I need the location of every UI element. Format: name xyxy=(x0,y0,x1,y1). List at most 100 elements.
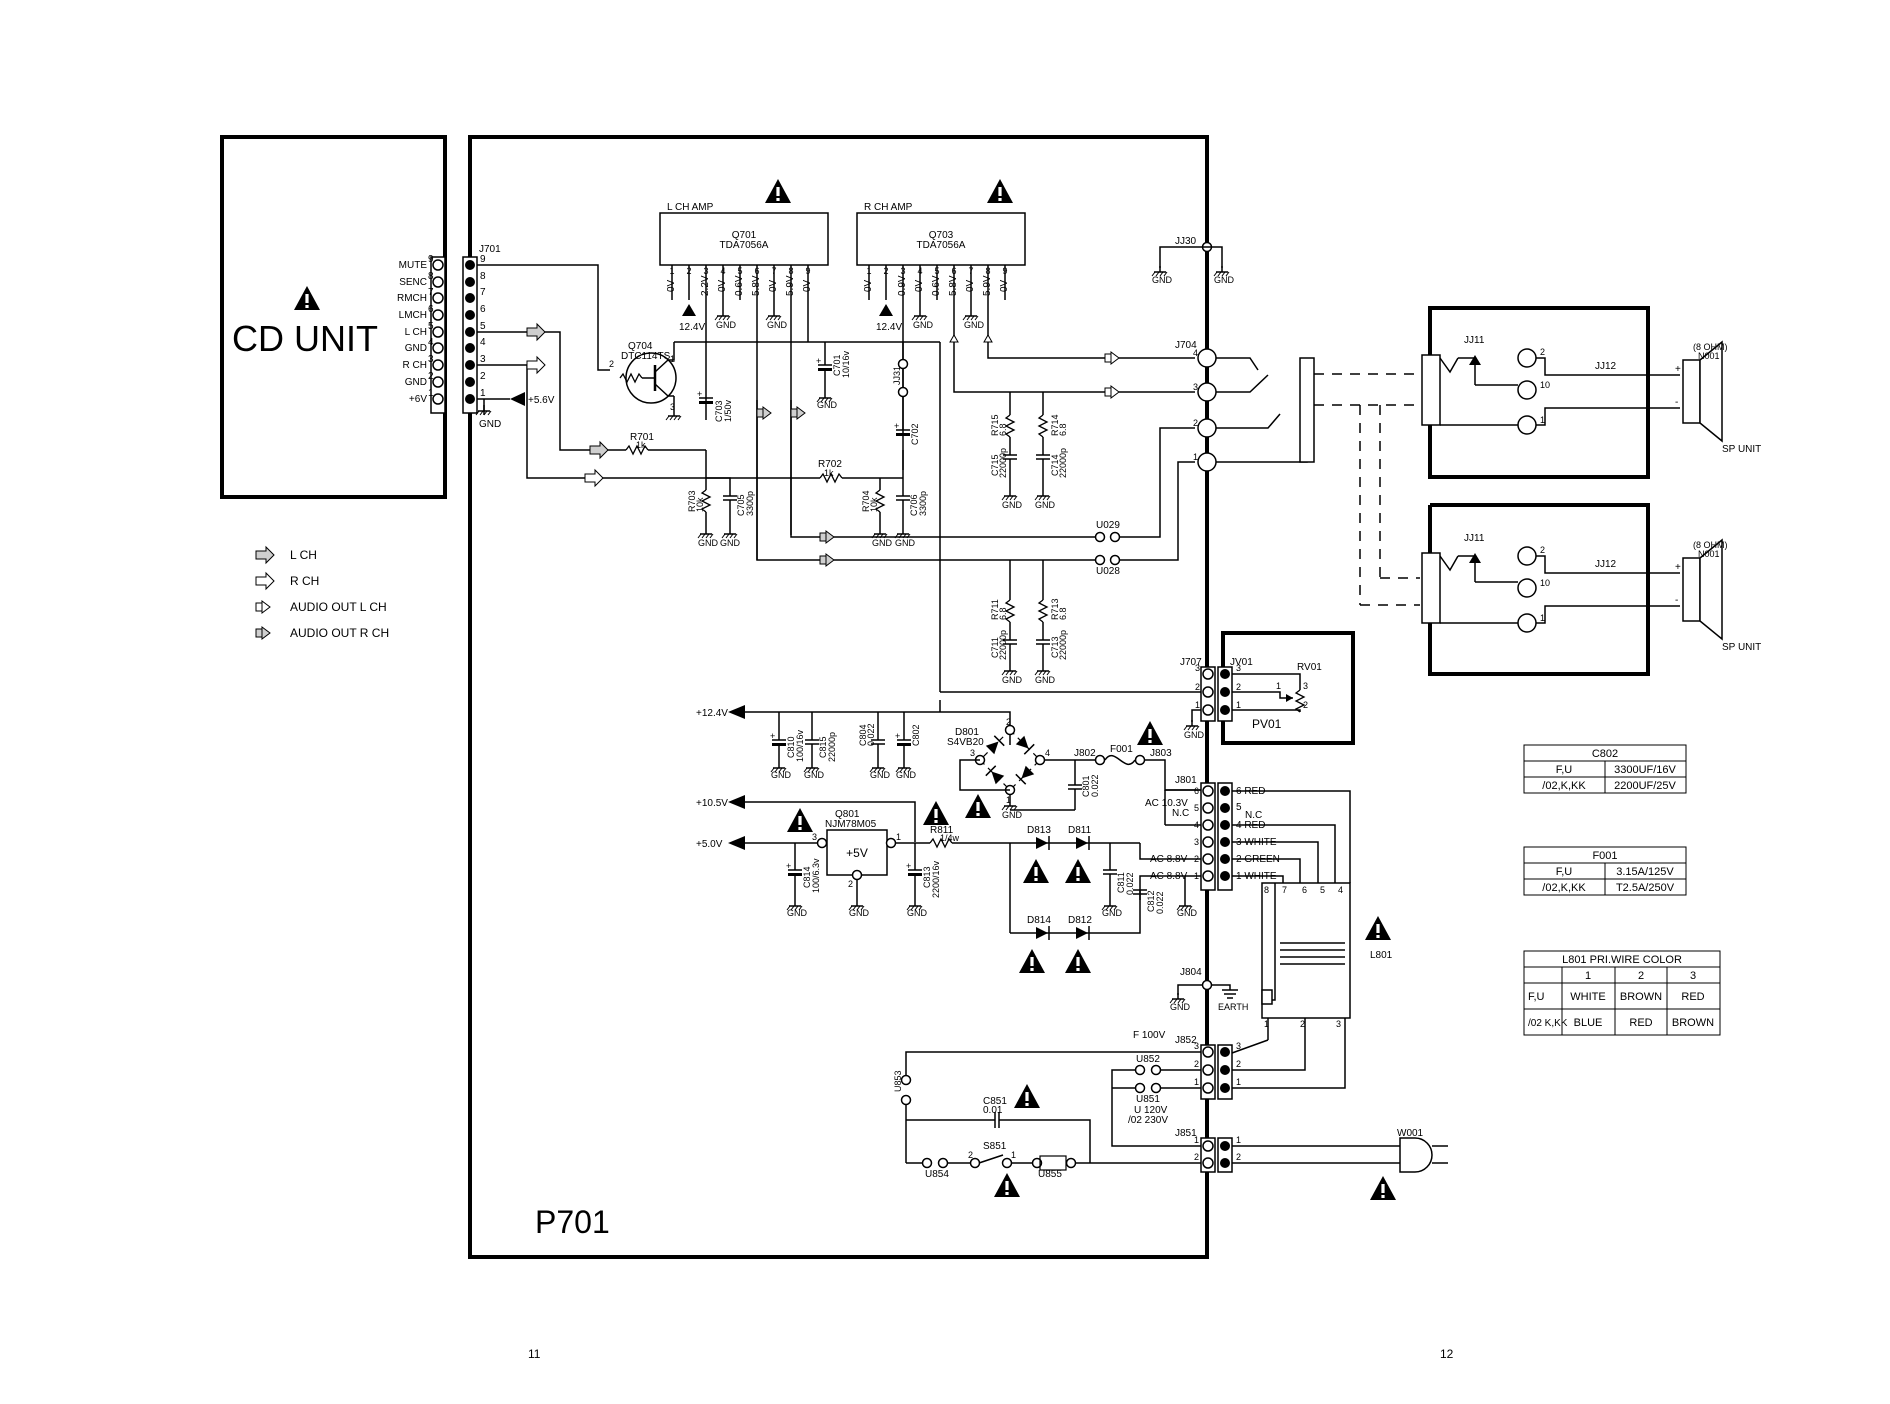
svg-text:RED: RED xyxy=(1681,991,1704,1003)
svg-text:C703: C703 xyxy=(714,400,724,422)
r-amp-warning-icon xyxy=(987,179,1013,203)
svg-text:3: 3 xyxy=(1195,663,1200,673)
j701-pin-number: 2 xyxy=(480,371,486,382)
svg-text:N.C: N.C xyxy=(1245,810,1262,821)
svg-text:U855: U855 xyxy=(1038,1169,1062,1180)
svg-text:GND: GND xyxy=(907,908,928,918)
d801-warning-icon xyxy=(965,794,991,818)
svg-text:+5V: +5V xyxy=(846,846,868,860)
power-plug-w001 xyxy=(1399,1137,1448,1173)
svg-text:GND: GND xyxy=(804,770,825,780)
svg-text:3300p: 3300p xyxy=(745,491,755,516)
svg-text:U852: U852 xyxy=(1136,1054,1160,1065)
svg-text:R703: R703 xyxy=(687,490,697,512)
svg-text:3: 3 xyxy=(670,402,675,412)
gnd-label: GND xyxy=(479,419,501,430)
svg-text:2: 2 xyxy=(1006,717,1011,727)
cd-pin-number: 3 xyxy=(428,354,434,365)
svg-text:1: 1 xyxy=(1195,700,1200,710)
svg-text:2: 2 xyxy=(1638,970,1644,982)
j707-connector xyxy=(1200,666,1233,722)
svg-text:5: 5 xyxy=(1320,885,1325,895)
table-l801-wire-color: L801 PRI.WIRE COLOR 1 2 3 F,U WHITE BROW… xyxy=(1523,950,1721,1036)
svg-text:+: + xyxy=(1675,562,1681,573)
svg-text:-: - xyxy=(1675,397,1678,408)
svg-text:3300UF/16V: 3300UF/16V xyxy=(1614,764,1676,776)
svg-text:4: 4 xyxy=(1045,748,1050,758)
q704-transistor xyxy=(619,352,677,404)
pv01-frame xyxy=(1221,631,1355,745)
svg-text:J852: J852 xyxy=(1175,1035,1197,1046)
p701-title: P701 xyxy=(535,1204,610,1240)
svg-text:1k: 1k xyxy=(636,440,646,450)
diode-warning-icon xyxy=(1023,859,1049,883)
svg-text:3: 3 xyxy=(1303,681,1308,691)
j852-connector xyxy=(1200,1044,1233,1100)
svg-text:J851: J851 xyxy=(1175,1128,1197,1139)
svg-text:GND: GND xyxy=(720,538,741,548)
svg-text:2: 2 xyxy=(1236,1059,1241,1069)
table-f001: F001 F,U 3.15A/125V /02,K,KK T2.5A/250V xyxy=(1523,846,1687,896)
svg-text:R701: R701 xyxy=(630,432,654,443)
svg-text:D801: D801 xyxy=(955,727,979,738)
svg-text:+10.5V: +10.5V xyxy=(696,798,728,809)
svg-text:TDA7056A: TDA7056A xyxy=(720,240,769,251)
svg-text:GND: GND xyxy=(1102,908,1123,918)
l-amp-warning-icon xyxy=(765,179,791,203)
svg-text:D813: D813 xyxy=(1027,825,1051,836)
svg-text:JV01: JV01 xyxy=(1230,657,1253,668)
svg-text:GND: GND xyxy=(896,770,917,780)
table-c802: C802 F,U 3300UF/16V /02,K,KK 2200UF/25V xyxy=(1523,744,1687,794)
svg-text:Q703: Q703 xyxy=(929,230,954,241)
cd-unit-connector xyxy=(430,256,478,414)
cd-pin-number: 5 xyxy=(428,321,434,332)
svg-text:U028: U028 xyxy=(1096,566,1120,577)
svg-text:3: 3 xyxy=(1690,970,1696,982)
svg-text:+: + xyxy=(1675,364,1681,375)
svg-text:GND: GND xyxy=(1035,675,1056,685)
svg-text:GND: GND xyxy=(870,770,891,780)
svg-text:F 100V: F 100V xyxy=(1133,1030,1166,1041)
svg-text:10k: 10k xyxy=(869,497,879,512)
svg-text:JJ12: JJ12 xyxy=(1595,559,1617,570)
svg-text:2: 2 xyxy=(1195,682,1200,692)
j704-connector xyxy=(1197,348,1217,472)
svg-text:2: 2 xyxy=(968,1150,973,1160)
svg-text:3: 3 xyxy=(812,832,817,842)
svg-text:GND: GND xyxy=(698,538,719,548)
svg-text:+5.6V: +5.6V xyxy=(528,395,555,406)
svg-text:BROWN: BROWN xyxy=(1672,1017,1714,1029)
svg-text:22000p: 22000p xyxy=(827,732,837,762)
speaker-unit-top-frame xyxy=(1428,306,1650,479)
svg-text:2: 2 xyxy=(1540,347,1545,357)
svg-text:U853: U853 xyxy=(893,1070,903,1092)
svg-text:C814: C814 xyxy=(802,866,812,888)
l801-warning-icon xyxy=(1365,916,1391,940)
cd-pin-label: L CH xyxy=(405,327,427,338)
svg-text:F001: F001 xyxy=(1110,744,1133,755)
svg-text:C801: C801 xyxy=(1081,775,1091,797)
svg-text:3: 3 xyxy=(1336,1019,1341,1029)
svg-text:AC 10.3V: AC 10.3V xyxy=(1145,798,1188,809)
svg-text:R714: R714 xyxy=(1050,414,1060,436)
svg-text:GND: GND xyxy=(1002,675,1023,685)
pv01-label: PV01 xyxy=(1252,717,1282,731)
svg-text:L801: L801 xyxy=(1370,950,1393,961)
svg-text:Q704: Q704 xyxy=(628,341,653,352)
legend-l-ch: L CH xyxy=(290,548,317,562)
svg-text:0.022: 0.022 xyxy=(1090,774,1100,797)
svg-text:U854: U854 xyxy=(925,1169,949,1180)
svg-text:2: 2 xyxy=(1236,1152,1241,1162)
svg-text:GND: GND xyxy=(849,908,870,918)
svg-text:10k: 10k xyxy=(695,497,705,512)
svg-text:3: 3 xyxy=(970,748,975,758)
svg-text:1: 1 xyxy=(1264,1019,1269,1029)
svg-text:GND: GND xyxy=(767,320,788,330)
svg-text:1: 1 xyxy=(1011,1150,1016,1160)
svg-text:1: 1 xyxy=(1236,1135,1241,1145)
svg-text:6.8: 6.8 xyxy=(1058,423,1068,436)
diode-warning-icon xyxy=(1019,949,1045,973)
plug-warning-icon xyxy=(1370,1176,1396,1200)
j701-pin-number: 4 xyxy=(480,337,486,348)
